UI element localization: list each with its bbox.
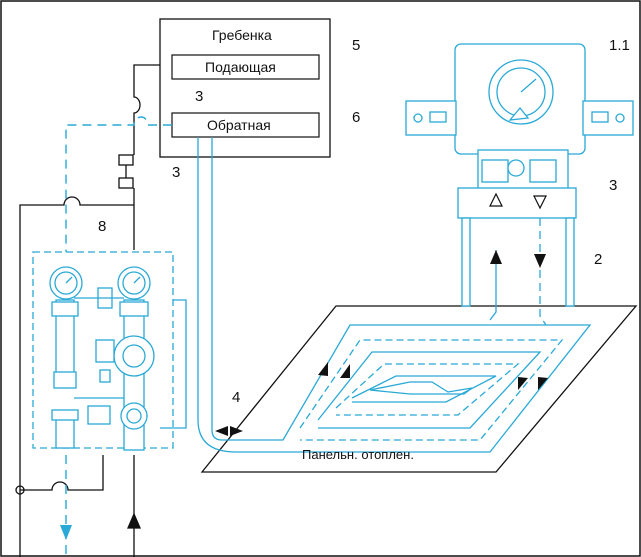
thermostat-dial-icon (488, 59, 554, 125)
panel-arrow-2 (340, 364, 350, 378)
label-6: 6 (352, 109, 360, 126)
manifold: Гребенка Подающая Обратная (159, 18, 331, 158)
circulation-pump-icon (95, 335, 155, 383)
label-3-left: 3 (172, 164, 180, 181)
station-bypass (160, 299, 187, 429)
label-4: 4 (232, 389, 240, 406)
panel-return-down (539, 205, 547, 326)
panel-label: Панельн. отоплен. (302, 447, 414, 462)
callout-numbers: 5 6 3 3 1.1 3 8 2 4 (98, 37, 630, 406)
thermometer-gauge-icon (49, 266, 83, 300)
panel-loop-outer (197, 137, 592, 453)
stand-left (461, 217, 471, 307)
station-left-union (51, 409, 79, 421)
thermostatic-dial-icon (120, 402, 148, 430)
station-outline (32, 251, 174, 449)
panel-loop-5 (351, 375, 497, 403)
feed-valve-bottom (118, 177, 134, 189)
down-arrow-right (534, 254, 546, 268)
supply-header (171, 54, 320, 80)
manifold-plate (457, 187, 577, 219)
panel-arrow-6 (230, 426, 243, 436)
black-piping (15, 64, 172, 557)
panel-loop-4 (335, 363, 520, 416)
station-mixing-valve (87, 405, 111, 425)
label-2: 2 (594, 251, 602, 268)
unit-up-arrow (489, 192, 503, 207)
manifold-title: Гребенка (212, 27, 272, 43)
supply-label: Подающая (205, 59, 276, 75)
label-3-right: 3 (609, 177, 617, 194)
label-5: 5 (352, 37, 360, 54)
return-dashed-piping (65, 116, 172, 557)
up-arrow-right (490, 250, 502, 264)
panel-arrow-4 (538, 377, 548, 390)
station-left-fitting (51, 301, 79, 317)
thermometer-gauge-icon (117, 266, 151, 300)
thermostatic-control-unit (405, 43, 634, 307)
panel-supply-up (489, 250, 497, 321)
station-left-valve (53, 371, 77, 389)
supply-feed-line (133, 64, 172, 155)
junction-node (15, 485, 25, 495)
return-label: Обратная (207, 117, 271, 133)
stand-right (565, 217, 575, 307)
ball-valve-icon (481, 106, 557, 183)
label-8: 8 (98, 218, 106, 235)
return-line-to-station (65, 116, 172, 252)
label-3-manifold: 3 (195, 88, 203, 105)
bottom-bridge-line (20, 455, 104, 491)
panel-arrow-3 (518, 377, 528, 390)
floor-panel (200, 305, 638, 473)
panel-arrow-5 (215, 426, 228, 436)
feed-valve-top (118, 154, 134, 166)
return-arrow (127, 512, 141, 529)
pump-mixing-station (32, 251, 187, 451)
label-1-1: 1.1 (609, 37, 630, 54)
station-left-lower (55, 417, 75, 449)
panel-loop-inner (369, 381, 473, 395)
feed-valve-links (125, 165, 135, 205)
panel-loop-3 (317, 351, 542, 429)
station-right-fitting (119, 301, 149, 317)
panel-loop-2 (299, 339, 564, 441)
panel-heating: Панельн. отоплен. (197, 137, 638, 473)
unit-down-arrow (533, 195, 547, 210)
return-down-arrow (60, 525, 72, 540)
left-vertical-line (19, 196, 134, 557)
panel-arrow-1 (318, 362, 328, 376)
